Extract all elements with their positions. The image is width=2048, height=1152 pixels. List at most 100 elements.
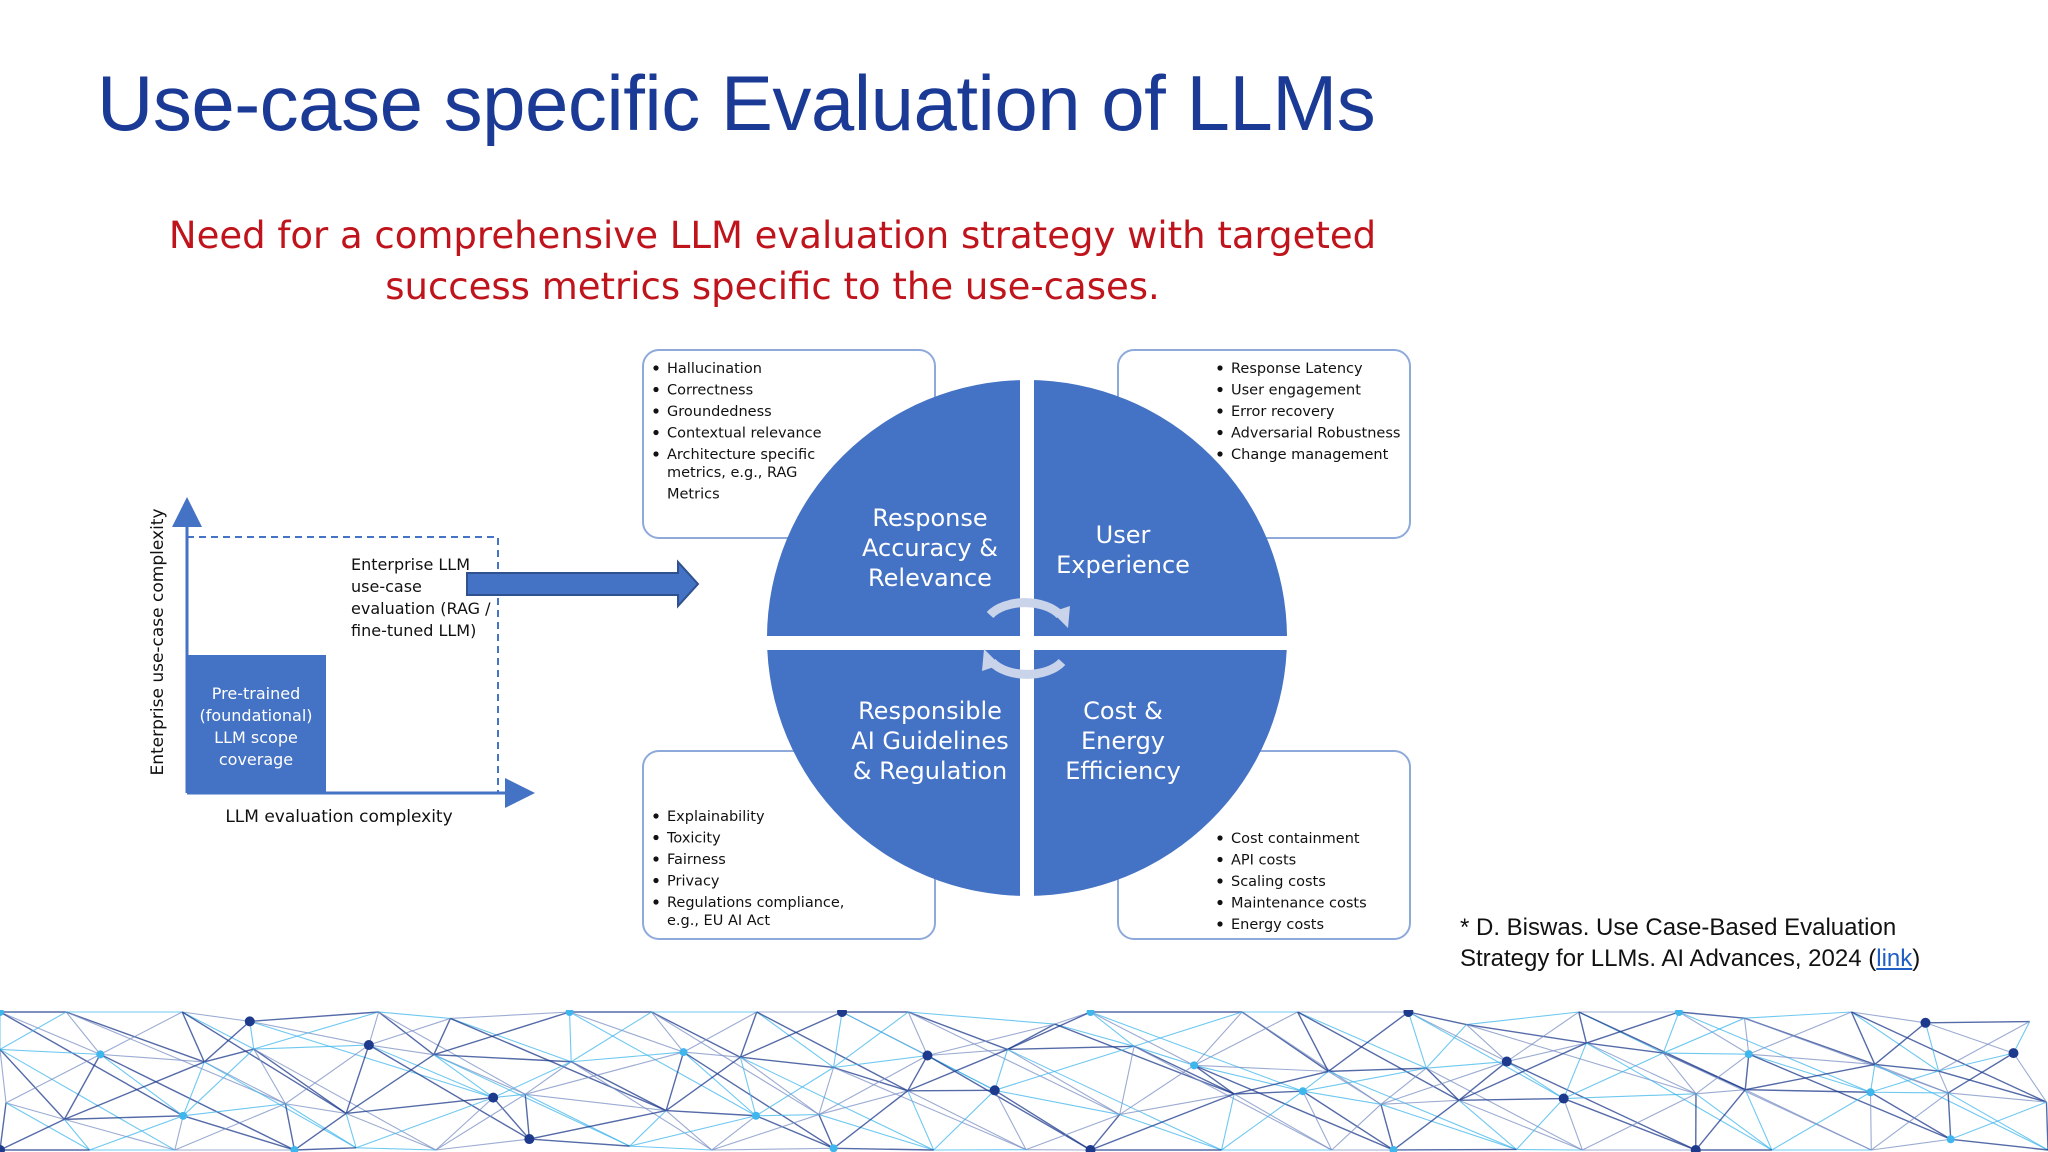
network-line [629, 1145, 712, 1151]
network-line [818, 1114, 835, 1149]
network-line [756, 1011, 909, 1092]
network-line [1678, 1011, 1871, 1093]
network-line [570, 1061, 713, 1151]
bullet-dot [1217, 856, 1223, 863]
citation-link[interactable]: link [1876, 945, 1913, 972]
network-line [818, 1055, 928, 1116]
enterprise-label-2: use-case [351, 577, 422, 596]
network-line [740, 1056, 834, 1069]
network-line [1328, 1070, 1517, 1150]
network-line [756, 1011, 834, 1068]
network-line [435, 1093, 526, 1151]
network-line [1563, 1042, 1587, 1099]
bullet-dot [1217, 451, 1223, 457]
network-line [294, 1147, 357, 1151]
network-line [1695, 1093, 1773, 1151]
bullet-dot [653, 856, 659, 862]
cycle-arrow-bottom-icon [988, 658, 1066, 679]
network-line [1744, 1011, 1852, 1019]
network-line [5, 1102, 65, 1120]
network-line [927, 1048, 1008, 1057]
metric-item: Correctness [667, 383, 753, 399]
bullet-dot [1217, 835, 1223, 841]
network-line [1874, 1022, 1926, 1065]
network-line [1425, 1067, 1460, 1101]
network-line [927, 1054, 1091, 1151]
network-line [1695, 1089, 1746, 1095]
network-line [1241, 1011, 1382, 1105]
network-line [907, 1048, 1008, 1092]
network-line [629, 1110, 667, 1147]
network-line [1748, 1053, 1875, 1065]
pretrained-line-2: (foundational) [199, 706, 312, 725]
network-line [1054, 1023, 1135, 1047]
network-line [1874, 1063, 1949, 1094]
network-line [525, 1093, 667, 1112]
network-line [994, 1089, 1120, 1116]
network-line [740, 1056, 820, 1116]
network-line [435, 1097, 494, 1151]
network-node [679, 1048, 688, 1057]
network-line [1851, 1011, 1926, 1024]
network-line [740, 1056, 934, 1151]
network-line [1302, 1090, 1394, 1151]
network-node [1086, 1010, 1095, 1016]
network-line [651, 1011, 820, 1116]
network-line [1744, 1017, 1949, 1094]
metric-item: Privacy [667, 874, 720, 890]
network-line [203, 1020, 251, 1063]
network-line [1302, 1067, 1427, 1092]
network-line [1007, 1011, 1091, 1051]
metrics-list-accuracy: HallucinationCorrectnessGroundednessCont… [653, 361, 822, 503]
network-line [1327, 1011, 1409, 1072]
network-line [368, 1044, 434, 1056]
network-line [174, 1103, 286, 1151]
network-line [907, 1011, 1008, 1051]
network-line [99, 1053, 184, 1117]
network-line [1090, 1011, 1195, 1066]
metric-item: User engagement [1231, 383, 1361, 399]
network-line [1458, 1099, 1517, 1150]
network-node [1946, 1135, 1955, 1144]
network-line [755, 1067, 834, 1117]
network-line [1458, 1042, 1587, 1101]
slide-title: Use-case specific Evaluation of LLMs [97, 59, 1376, 147]
network-line [1194, 1064, 1329, 1072]
network-line [433, 1054, 494, 1099]
network-node [0, 1010, 4, 1016]
network-line [182, 1011, 250, 1022]
network-line [1297, 1011, 1427, 1069]
bullet-dot [1217, 408, 1223, 414]
metric-item: e.g., EU AI Act [667, 913, 770, 929]
network-line [1425, 1024, 1467, 1069]
pretrained-line-1: Pre-trained [212, 684, 300, 703]
network-line [1950, 1101, 2047, 1140]
cost-title-1: Cost & [1083, 697, 1163, 725]
network-line [1586, 1042, 1697, 1095]
network-line [182, 1061, 205, 1117]
network-line [1744, 1089, 1773, 1151]
network-line [683, 1051, 757, 1117]
network-node [989, 1085, 1000, 1096]
network-line [433, 1054, 572, 1063]
network-line [1586, 1042, 1773, 1151]
network-line [1695, 1089, 1746, 1151]
network-line [525, 1093, 630, 1147]
network-line [683, 1051, 834, 1149]
network-line [1947, 1052, 2014, 1094]
cycle-arrow-top-icon [986, 598, 1064, 619]
network-line [378, 1011, 526, 1095]
metric-item: Error recovery [1231, 404, 1335, 420]
network-line [711, 1114, 820, 1151]
network-line [1007, 1048, 1222, 1151]
user-experience-title-1: User [1096, 521, 1151, 549]
network-line [1193, 1064, 1394, 1151]
network-line [833, 1147, 934, 1151]
transition-arrow [466, 559, 700, 609]
quadrant-cost-energy [1027, 638, 1287, 896]
network-line [907, 1055, 929, 1092]
network-line [571, 1051, 684, 1063]
network-line [569, 1011, 757, 1117]
network-line [174, 1115, 184, 1151]
